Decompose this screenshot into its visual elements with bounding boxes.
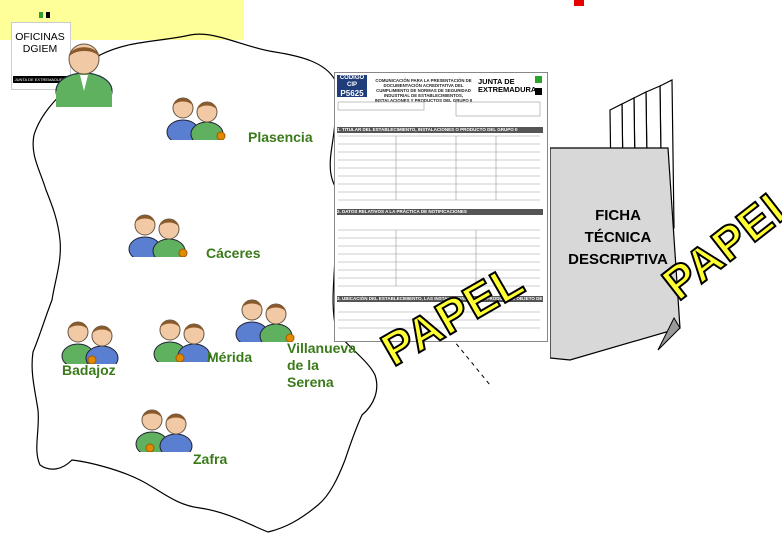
form-fields [337,101,541,329]
logo-green-square [39,12,43,18]
people-icon-zafra [135,409,193,452]
form-section-3: 3. UBICACIÓN DEL ESTABLECIMIENTO, LAS IN… [337,296,543,302]
office-footer: JUNTA DE EXTREMADURA [13,76,67,83]
people-icon-plasencia [166,97,226,140]
city-plasencia: Plasencia [248,129,313,145]
map-outline [31,33,378,533]
city-merida: Mérida [207,349,253,365]
people-icon-merida [153,319,211,362]
ficha-tecnica-title: FICHA TÉCNICA DESCRIPTIVA [560,205,676,271]
people-icon-villanueva [235,299,295,342]
form-code-label: CÓDIGO CIP [339,75,365,88]
ficha-line-3: DESCRIPTIVA [568,251,668,268]
form-section-1: 1. TITULAR DEL ESTABLECIMIENTO, INSTALAC… [337,127,543,133]
city-caceres: Cáceres [206,245,261,261]
form-org: JUNTA DE EXTREMADURA [478,77,537,94]
logo-black-square [46,12,50,18]
people-icon-badajoz [61,321,119,364]
form-code-box: CÓDIGO CIP P5625 [337,75,367,98]
city-villanueva: Villanueva de la Serena [287,340,357,390]
form-black-square [535,88,542,95]
form-section-2: 2. DATOS RELATIVOS A LA PRÁCTICA DE NOTI… [337,209,543,215]
form-title: COMUNICACIÓN PARA LA PRESENTACIÓN DE DOC… [374,78,473,103]
form-green-square [535,76,542,83]
office-label: OFICINAS DGIEM [15,31,65,55]
red-mark [574,0,584,6]
document-stack [550,79,681,361]
city-badajoz: Badajoz [62,362,116,378]
people-icon-caceres [128,214,188,257]
city-zafra: Zafra [193,451,228,467]
official-person-icon [55,43,113,107]
ficha-line-2: TÉCNICA [584,229,652,246]
form-code: P5625 [340,89,364,98]
ficha-line-1: FICHA [595,207,641,224]
